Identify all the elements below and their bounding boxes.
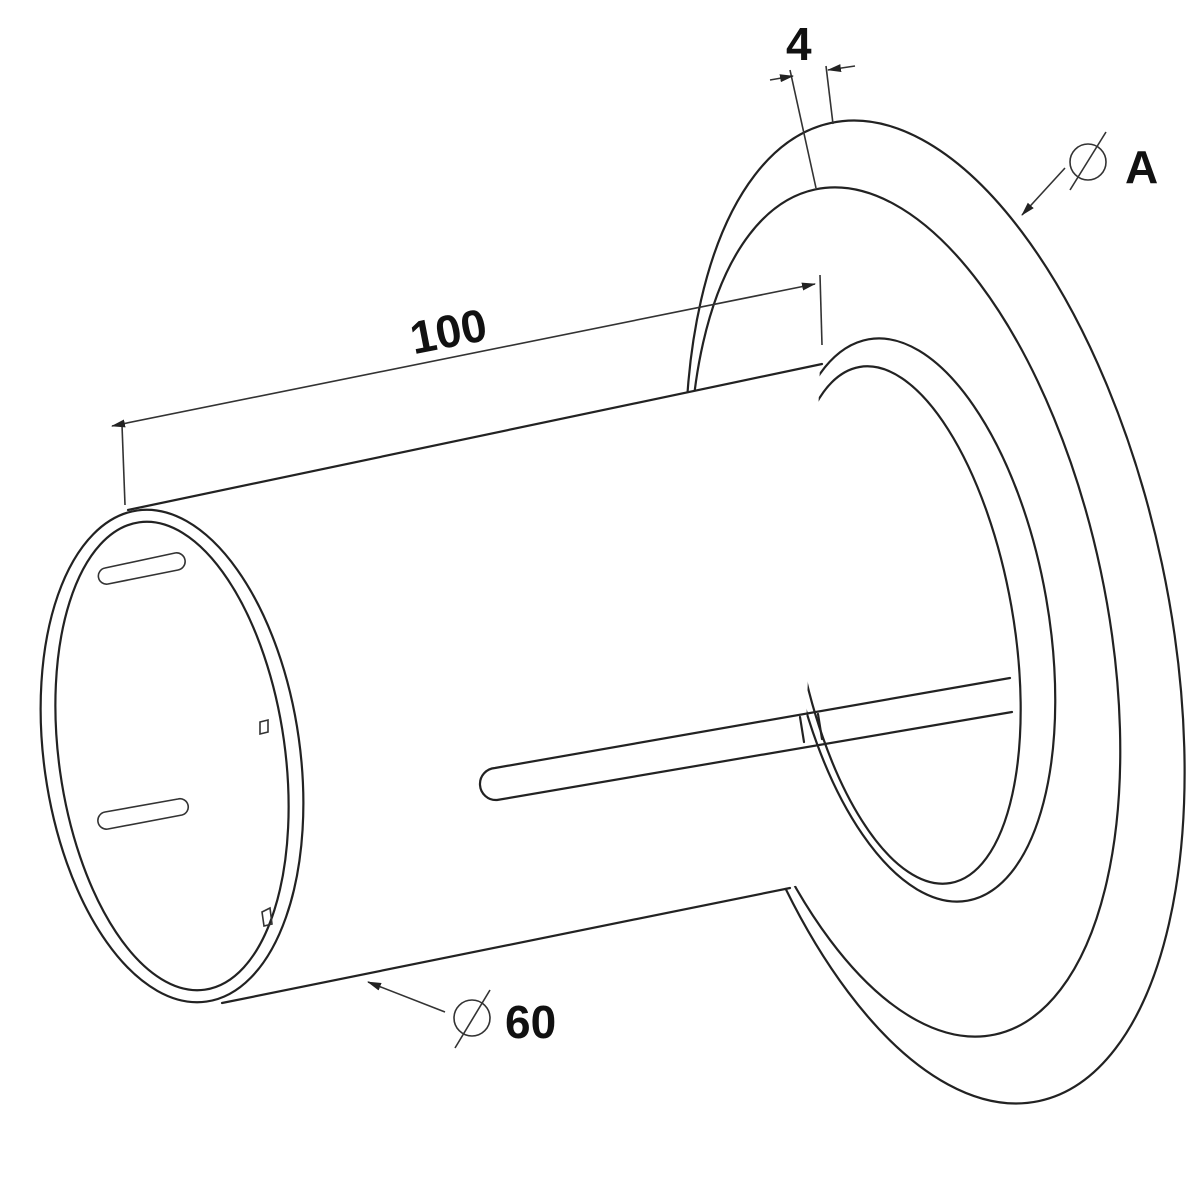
internal-pin-small [259,718,269,736]
dimension-label-100: 100 [406,298,491,364]
dimension-thickness: 4 [769,18,856,189]
dimension-label-4: 4 [786,18,812,70]
dimension-line-100 [111,282,816,428]
leader-a [1021,167,1066,216]
tube-slot [478,676,1014,802]
leader-60 [367,981,446,1013]
extension-line-4b [825,65,834,125]
dimension-flange-diameter: A [1021,131,1158,216]
slot-divider-2 [816,712,824,741]
diameter-icon [453,989,491,1049]
diameter-icon [1069,131,1107,191]
internal-pin-top [97,552,186,585]
tube-bottom-edge [220,886,792,1005]
extension-line-right [819,274,823,346]
dimension-label-60: 60 [505,996,556,1048]
internal-pin-middle [97,797,190,830]
extension-line-4a [789,69,817,189]
slot-divider [798,715,806,744]
internal-pin-bottom [261,906,273,927]
tube-end-inner [54,520,290,992]
dimension-tube-diameter: 60 [367,981,556,1049]
arrow-4b [827,64,856,73]
tube-end-outer [39,508,305,1004]
arrow-4a [769,74,794,83]
dimension-label-a: A [1125,141,1158,193]
extension-line-left [121,424,126,506]
